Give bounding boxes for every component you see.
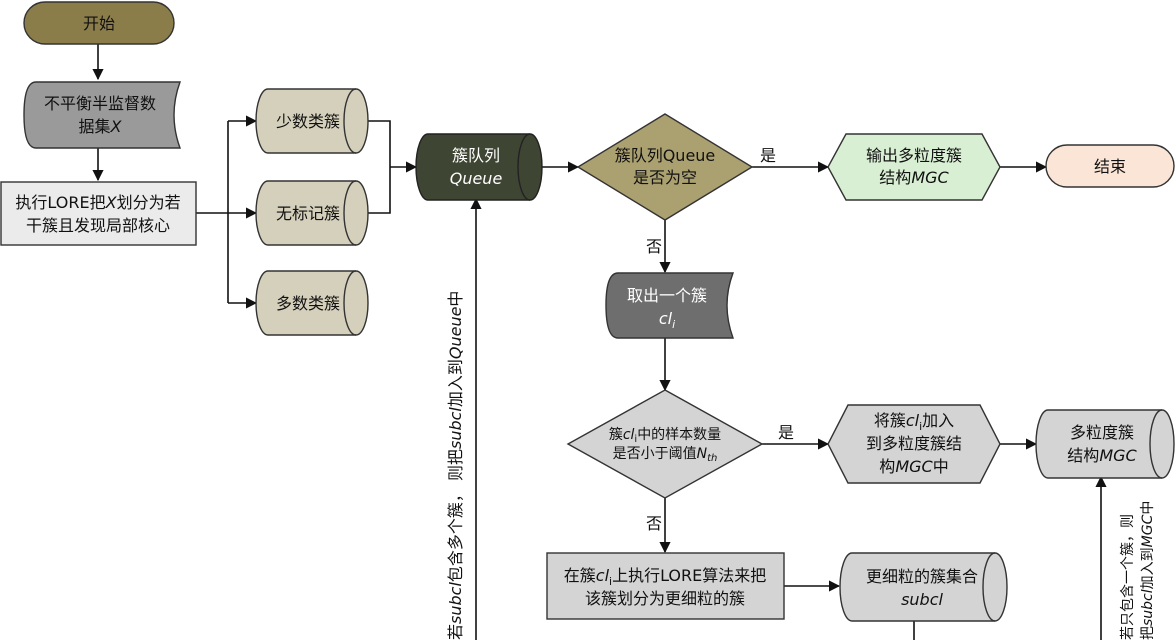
vertical-label-right-col2: 把subcl加入到MGC中 <box>1140 501 1156 640</box>
lore-label-line2: 干簇且发现局部核心 <box>26 216 170 235</box>
vertical-label-left: 若subcl包含多个簇， 则把subcl加入到Queue中 <box>446 291 465 640</box>
unlabeled-label: 无标记簇 <box>276 204 340 223</box>
end-node: 结束 <box>1045 144 1175 188</box>
empty-label-line2: 是否为空 <box>633 168 697 187</box>
threshold-decision: 簇cli中的样本数量 是否小于阈值Nth <box>566 389 764 499</box>
mgc-label-line2: 结构MGC <box>1067 446 1137 465</box>
dataset-label-line2: 据集X <box>79 117 123 136</box>
yes-label-1: 是 <box>760 146 776 165</box>
split-cluster-node: 在簇cli上执行LORE算法来把 该簇划分为更细粒的簇 <box>546 552 785 620</box>
queue-label-line2: Queue <box>450 169 503 188</box>
take-cluster-node: 取出一个簇 cli <box>605 272 735 339</box>
no-label-2: 否 <box>646 514 662 533</box>
lore-label-line1: 执行LORE把X划分为若 <box>15 193 180 212</box>
yes-label-2: 是 <box>778 423 794 442</box>
output-mgc-node: 输出多粒度簇 结构MGC <box>827 133 1001 201</box>
finer-label-line2: subcl <box>901 590 943 609</box>
minority-cluster-node: 少数类簇 <box>255 88 369 154</box>
split-label-line1: 在簇cli上执行LORE算法来把 <box>564 566 767 588</box>
lore-partition-node: 执行LORE把X划分为若 干簇且发现局部核心 <box>0 181 197 246</box>
unlabeled-cluster-node: 无标记簇 <box>255 180 369 246</box>
no-label-1: 否 <box>646 237 662 256</box>
vertical-label-right-col1: 若只包含一个簇，则 <box>1120 514 1136 640</box>
take-label-line2: cli <box>659 309 675 331</box>
threshold-label-line2: 是否小于阈值Nth <box>613 446 718 464</box>
add-label-line2: 到多粒度簇结 <box>866 434 962 453</box>
edge-merge-bracket <box>368 120 391 214</box>
add-label-line1: 将簇cli加入 <box>874 411 954 433</box>
add-to-mgc-node: 将簇cli加入 到多粒度簇结 构MGC中 <box>827 404 1001 484</box>
dataset-label-line1: 不平衡半监督数 <box>44 94 156 113</box>
dataset-node: 不平衡半监督数 据集X <box>23 81 181 149</box>
take-label-line1: 取出一个簇 <box>627 286 707 305</box>
start-node: 开始 <box>23 1 175 45</box>
finer-label-line1: 更细粒的簇集合 <box>866 567 978 586</box>
queue-node: 簇队列 Queue <box>415 133 543 201</box>
majority-cluster-node: 多数类簇 <box>255 270 369 336</box>
finer-cluster-set-node: 更细粒的簇集合 subcl <box>839 552 1008 622</box>
majority-label: 多数类簇 <box>276 294 340 313</box>
connectors <box>92 44 1107 640</box>
start-label: 开始 <box>83 14 115 33</box>
split-label-line2: 该簇划分为更细粒的簇 <box>585 589 745 608</box>
mgc-node: 多粒度簇 结构MGC <box>1035 409 1175 479</box>
threshold-label-line1: 簇cli中的样本数量 <box>609 427 721 445</box>
queue-empty-decision: 簇队列Queue 是否为空 <box>576 113 754 221</box>
empty-label-line1: 簇队列Queue <box>615 146 716 165</box>
output-label-line1: 输出多粒度簇 <box>866 146 962 165</box>
end-label: 结束 <box>1094 157 1126 176</box>
mgc-label-line1: 多粒度簇 <box>1070 423 1134 442</box>
queue-label-line1: 簇队列 <box>452 146 500 165</box>
minority-label: 少数类簇 <box>276 112 340 131</box>
add-label-line3: 构MGC中 <box>879 457 948 476</box>
output-label-line2: 结构MGC <box>879 168 949 187</box>
